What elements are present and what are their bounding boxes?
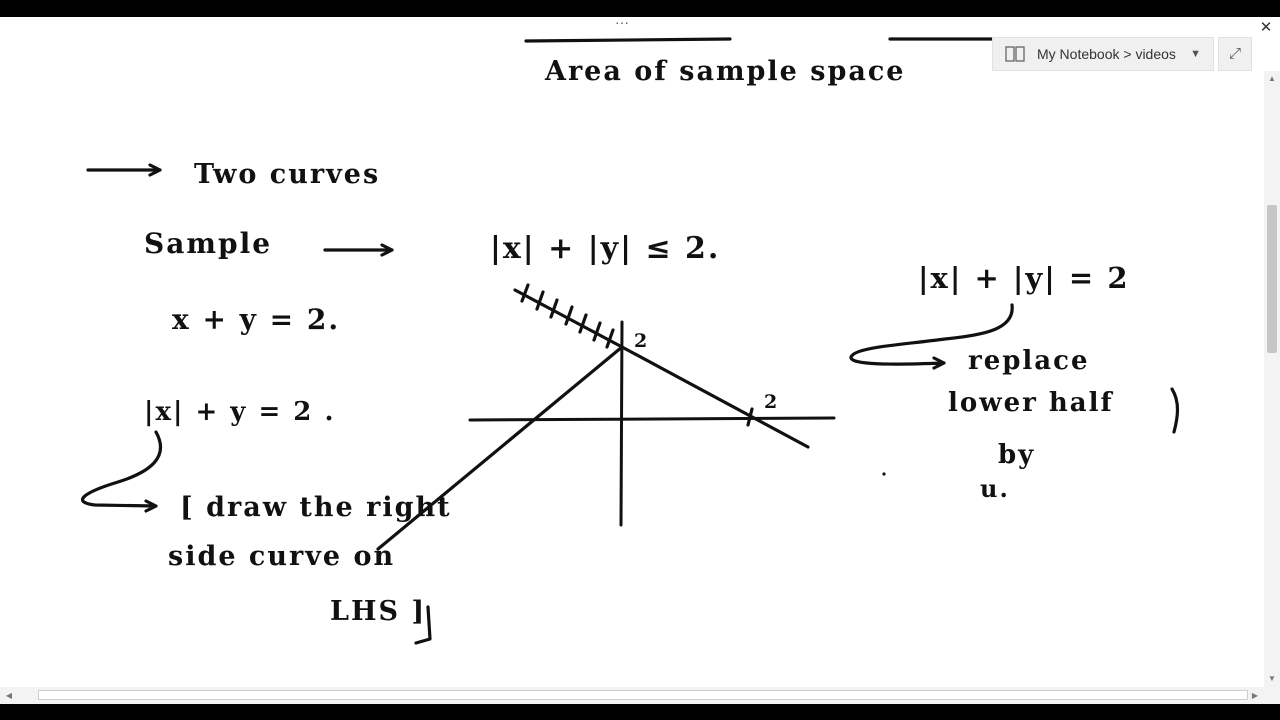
graph-label-x-text: 2 bbox=[764, 391, 779, 413]
scroll-right-icon[interactable]: ▶ bbox=[1251, 691, 1259, 700]
bracket-line2-text: side curve on bbox=[168, 541, 395, 572]
notebook-selector[interactable]: My Notebook > videos ▼ bbox=[992, 37, 1214, 71]
two-curves-text: Two curves bbox=[194, 159, 380, 190]
arrow-two-curves bbox=[86, 163, 162, 177]
chevron-down-icon[interactable]: ▼ bbox=[1190, 48, 1201, 60]
scroll-left-icon[interactable]: ◀ bbox=[5, 691, 13, 700]
by-text: by bbox=[998, 440, 1035, 470]
stray-dot bbox=[882, 472, 886, 476]
replace-text: replace bbox=[968, 346, 1090, 376]
drag-handle-icon[interactable]: ··· bbox=[615, 17, 629, 30]
half-f-stroke bbox=[1170, 387, 1180, 434]
graph-y-axis bbox=[619, 320, 624, 527]
top-line-stroke bbox=[524, 37, 1002, 43]
sample-text: Sample bbox=[144, 227, 272, 260]
arrow-sample bbox=[323, 243, 394, 257]
right-eq-text: |x| + |y| = 2 bbox=[918, 261, 1130, 295]
eq-abs-x-y-text: |x| + y = 2 . bbox=[144, 397, 336, 427]
graph-line-right bbox=[620, 345, 810, 449]
ink-canvas: Area of sample space Two curves Sample |… bbox=[80, 37, 1180, 645]
vertical-scroll-thumb[interactable] bbox=[1267, 205, 1277, 353]
bracket-line1-text: [ draw the right bbox=[180, 492, 452, 523]
scroll-down-icon[interactable]: ▼ bbox=[1268, 674, 1276, 683]
scroll-up-icon[interactable]: ▲ bbox=[1268, 74, 1276, 83]
sample-condition-text: |x| + |y| ≤ 2. bbox=[490, 231, 720, 266]
eq-xy-text: x + y = 2. bbox=[172, 303, 340, 336]
expand-icon[interactable]: ⤢ bbox=[1218, 37, 1252, 71]
graph-x-tick bbox=[746, 407, 754, 427]
notebook-breadcrumb: My Notebook > videos bbox=[1037, 46, 1176, 62]
horizontal-scrollbar[interactable]: ◀ ▶ bbox=[0, 687, 1264, 704]
horizontal-scroll-thumb[interactable] bbox=[38, 690, 1248, 700]
graph-label-y-text: 2 bbox=[634, 330, 649, 352]
header-text: Area of sample space bbox=[544, 56, 905, 87]
bracket-line3-text: LHS ] bbox=[330, 596, 426, 627]
graph-x-axis bbox=[468, 416, 836, 422]
lower-half-text: lower half bbox=[948, 388, 1114, 418]
notebook-page: Area of sample space Two curves Sample |… bbox=[0, 17, 1280, 704]
vertical-scrollbar[interactable]: ▲ ▼ bbox=[1264, 71, 1280, 687]
curved-arrow-right bbox=[849, 303, 1014, 370]
graph-hatching bbox=[520, 283, 615, 349]
fragment-text: u. bbox=[980, 474, 1010, 503]
graph-line-left bbox=[376, 345, 624, 551]
scrollbar-corner bbox=[1264, 687, 1280, 704]
notebook-icon bbox=[1005, 46, 1025, 62]
bracket-close-tail bbox=[414, 605, 432, 645]
close-icon[interactable]: ✕ bbox=[1259, 19, 1273, 36]
curved-arrow-left bbox=[80, 430, 163, 513]
